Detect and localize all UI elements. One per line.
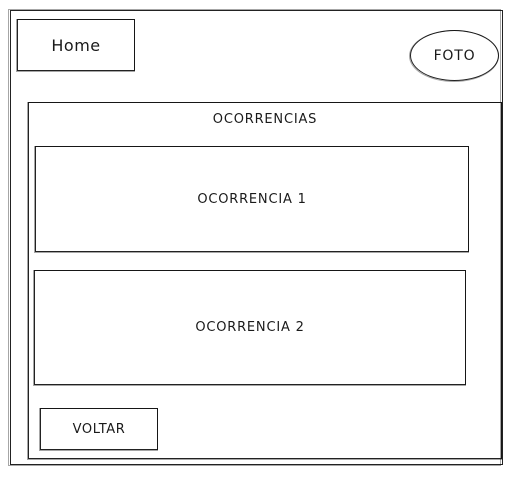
- occurrence-card-1-label: OCORRENCIA 1: [197, 191, 307, 207]
- occurrence-card-2-label: OCORRENCIA 2: [195, 320, 305, 335]
- back-button[interactable]: VOLTAR: [39, 408, 158, 451]
- home-button-label: Home: [51, 35, 101, 55]
- profile-photo[interactable]: FOTO: [409, 30, 499, 82]
- occurrence-card-1[interactable]: OCORRENCIA 1: [34, 146, 469, 253]
- occurrence-card-2[interactable]: OCORRENCIA 2: [33, 270, 466, 386]
- back-button-label: VOLTAR: [72, 421, 126, 437]
- panel-title: OCORRENCIAS: [212, 112, 318, 127]
- profile-photo-label: FOTO: [433, 47, 476, 64]
- home-button[interactable]: Home: [16, 19, 135, 72]
